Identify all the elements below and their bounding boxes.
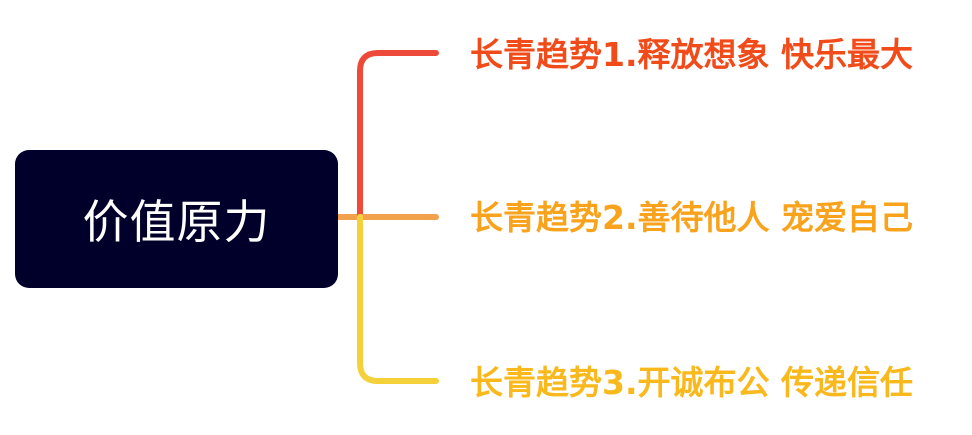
branch-1-label[interactable]: 长青趋势1.释放想象 快乐最大 bbox=[470, 35, 913, 74]
branch-1-connector bbox=[357, 50, 439, 220]
branch-2-label[interactable]: 长青趋势2.善待他人 宠爱自己 bbox=[470, 198, 913, 237]
root-node[interactable]: 价值原力 bbox=[15, 150, 338, 288]
root-node-label: 价值原力 bbox=[82, 195, 271, 249]
branch-3-connector bbox=[357, 214, 439, 384]
branch-3-label[interactable]: 长青趋势3.开诚布公 传递信任 bbox=[470, 363, 913, 402]
